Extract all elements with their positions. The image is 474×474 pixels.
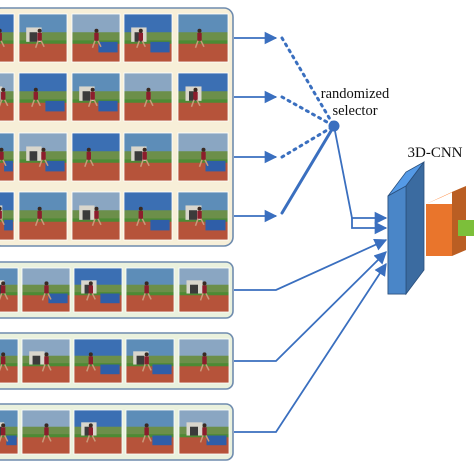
secondary-arrow <box>234 262 387 433</box>
secondary-clip-panel <box>0 332 234 390</box>
video-frame <box>73 338 123 384</box>
secondary-clip-panel <box>0 403 234 461</box>
video-frame <box>18 191 68 241</box>
video-frame <box>71 13 121 63</box>
video-frame <box>177 13 229 63</box>
secondary-arrow <box>234 238 388 291</box>
video-frame <box>177 191 229 241</box>
primary-clip-panel <box>0 7 234 247</box>
video-frame <box>21 338 71 384</box>
dotted-input-line <box>280 36 336 128</box>
secondary-clip-panel <box>0 261 234 319</box>
video-frame <box>18 132 68 182</box>
selected-input-line <box>280 124 336 215</box>
selector-output-arrow <box>333 125 388 225</box>
secondary-arrow <box>234 251 387 362</box>
cnn-label: 3D-CNN <box>408 145 463 161</box>
video-frame <box>178 338 230 384</box>
video-frame <box>0 191 15 241</box>
primary-frame-grid <box>0 13 229 241</box>
cnn-input-arrow <box>351 218 388 235</box>
video-frame <box>71 132 121 182</box>
video-frame <box>18 72 68 122</box>
video-frame <box>178 409 230 455</box>
video-frame <box>177 132 229 182</box>
selector-input-lines <box>280 36 336 215</box>
video-frame <box>123 72 173 122</box>
video-frame <box>0 338 19 384</box>
cnn-orange-layer <box>426 186 466 256</box>
video-frame <box>0 132 15 182</box>
video-frame <box>177 72 229 122</box>
video-frame <box>18 13 68 63</box>
video-frame <box>125 338 175 384</box>
video-frame <box>125 409 175 455</box>
row-arrows <box>234 31 278 223</box>
selector-label-line2: selector <box>332 103 377 119</box>
dotted-input-line <box>280 95 336 128</box>
video-frame <box>71 72 121 122</box>
video-frame <box>73 409 123 455</box>
secondary-arrows <box>234 218 388 433</box>
video-frame <box>0 409 19 455</box>
video-frame <box>123 13 173 63</box>
dotted-input-line <box>280 124 336 159</box>
cnn-green-layer <box>458 220 474 236</box>
cnn-block: 3D-CNN <box>387 145 474 296</box>
selector-label-line1: randomized <box>321 86 390 102</box>
primary-panel-background <box>0 7 234 247</box>
cnn-blue-layer <box>387 160 425 296</box>
video-frame <box>0 13 15 63</box>
video-frame <box>71 191 121 241</box>
video-frame <box>73 267 123 313</box>
video-frame <box>123 191 173 241</box>
video-frame <box>123 132 173 182</box>
video-frame <box>125 267 175 313</box>
video-frame <box>21 409 71 455</box>
video-frame <box>178 267 230 313</box>
video-frame <box>21 267 71 313</box>
video-frame <box>0 72 15 122</box>
video-frame <box>0 267 19 313</box>
secondary-clip-panels <box>0 261 234 461</box>
